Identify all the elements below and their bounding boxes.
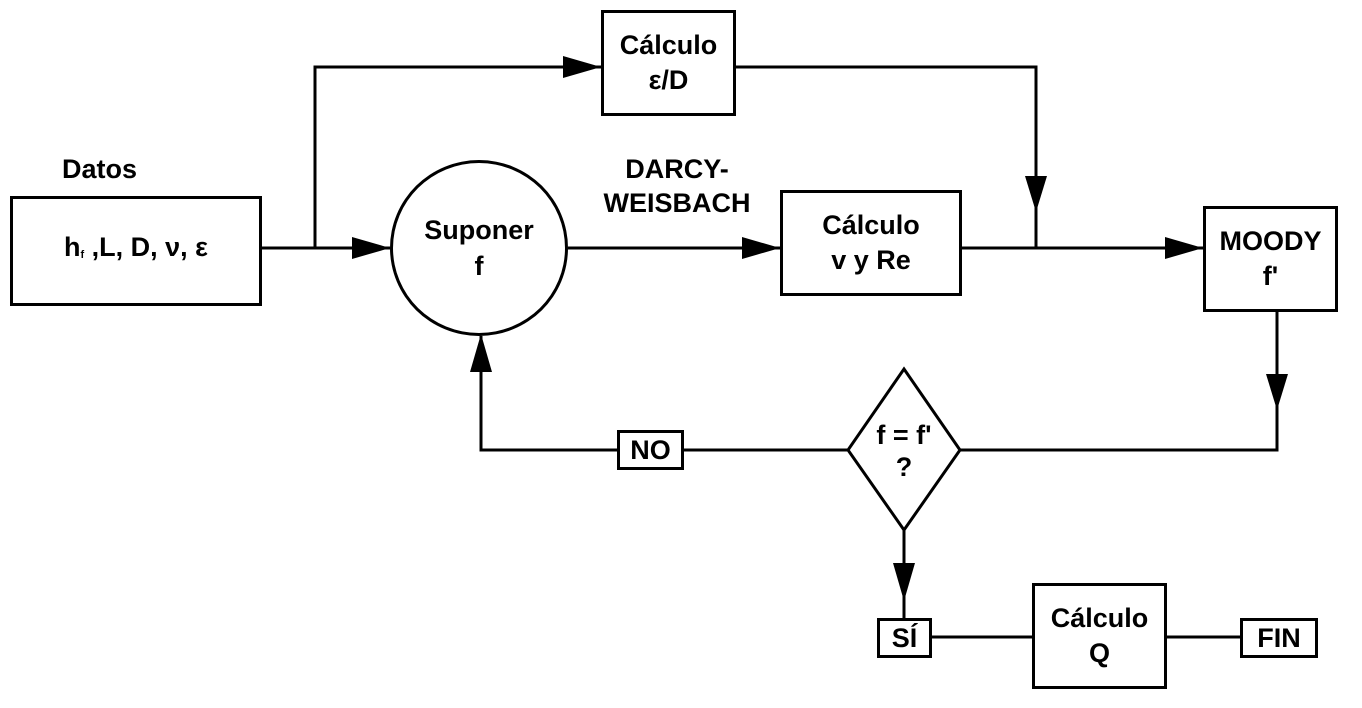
datos-rest: ,L, D, ν, ε xyxy=(84,231,208,262)
moody-line1: MOODY xyxy=(1219,226,1322,256)
si-box: SÍ xyxy=(877,618,932,658)
arrowhead xyxy=(563,56,601,78)
calc-eps-line1: Cálculo xyxy=(619,30,718,60)
datos-box: hf ,L, D, ν, ε xyxy=(10,196,262,306)
decision-line1: f = f' xyxy=(876,420,932,450)
no-label: NO xyxy=(630,434,671,465)
arrowhead xyxy=(1165,237,1203,259)
fin-label: FIN xyxy=(1257,622,1301,653)
si-label: SÍ xyxy=(891,622,918,653)
calc-v-line1: Cálculo xyxy=(822,210,920,240)
darcy-line2: WEISBACH xyxy=(603,188,751,218)
calc-v-re-box: Cálculo v y Re xyxy=(780,190,962,296)
calc-q-box: Cálculo Q xyxy=(1032,583,1167,689)
moody-line2: f' xyxy=(1262,261,1279,291)
datos-title: Datos xyxy=(62,154,138,184)
calc-v-line2: v y Re xyxy=(831,245,911,275)
datos-values: hf ,L, D, ν, ε xyxy=(64,230,208,273)
calc-eps-line2: ε/D xyxy=(648,65,689,95)
moody-box: MOODY f' xyxy=(1203,206,1338,312)
calc-eps-box: Cálculo ε/D xyxy=(601,10,736,116)
suponer-line1: Suponer xyxy=(424,215,534,245)
datos-h: h xyxy=(63,231,81,262)
calc-q-line1: Cálculo xyxy=(1050,603,1149,633)
fin-box: FIN xyxy=(1240,618,1318,658)
arrowhead xyxy=(742,237,780,259)
darcy-weisbach-label: DARCY- WEISBACH xyxy=(582,152,772,220)
decision-diamond xyxy=(846,366,962,533)
connector-branch-calc-eps xyxy=(313,65,601,248)
decision-line2: ? xyxy=(895,452,913,482)
no-box: NO xyxy=(617,430,684,470)
arrowhead xyxy=(1266,374,1288,410)
darcy-line1: DARCY- xyxy=(625,154,729,184)
connector-moody-decision xyxy=(960,312,1279,452)
suponer-circle: Suponer f xyxy=(390,160,568,336)
decision-label: f = f' ? xyxy=(848,418,960,484)
arrowhead xyxy=(1025,176,1047,212)
datos-h-sub: f xyxy=(80,248,85,261)
suponer-line2: f xyxy=(474,251,484,281)
calc-q-line2: Q xyxy=(1088,638,1110,668)
arrowhead xyxy=(470,334,492,372)
arrowhead xyxy=(352,237,390,259)
connector-no-suponer xyxy=(479,336,617,452)
arrowhead xyxy=(893,563,915,601)
